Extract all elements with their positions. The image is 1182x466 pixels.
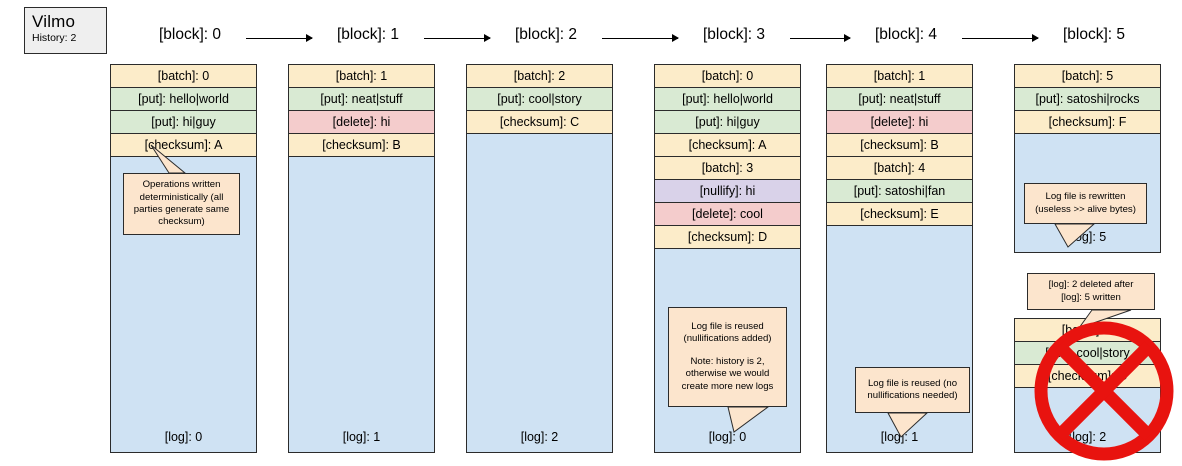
log-area: [log]: 2 (467, 134, 612, 452)
block-1-0: [batch]: 1[put]: neat|stuff[delete]: hi[… (288, 64, 435, 453)
row-checksum: [checksum]: C (467, 111, 612, 134)
callout-line: nullifications needed) (867, 390, 958, 401)
callout-line: Operations written (142, 179, 221, 191)
row-put: [put]: hello|world (111, 88, 256, 111)
callout-line: Log file is rewritten (1045, 191, 1126, 203)
callout-line: create more new logs (681, 380, 774, 392)
row-put: [put]: satoshi|fan (827, 180, 972, 203)
row-batch: [batch]: 5 (1015, 65, 1160, 88)
callout-line: [log]: 2 deleted after (1048, 279, 1134, 291)
row-checksum: [checksum]: A (655, 134, 800, 157)
callout-tail-3-0 (727, 406, 770, 433)
callout-line: checksum) (158, 216, 205, 228)
arrow-connector-0 (246, 34, 313, 43)
log-label: [log]: 2 (520, 430, 559, 444)
row-checksum: [checksum]: A (111, 134, 256, 157)
callout-tail-5-0 (1054, 223, 1096, 248)
callout-line: otherwise we would (685, 368, 770, 380)
row-put: [put]: hello|world (655, 88, 800, 111)
row-checksum: [checksum]: E (827, 203, 972, 226)
log-label: [log]: 2 (1068, 430, 1107, 444)
row-checksum: [checksum]: B (289, 134, 434, 157)
block-header-4: [block]: 4 (874, 26, 938, 43)
row-checksum: [checksum]: B (827, 134, 972, 157)
row-batch: [batch]: 1 (827, 65, 972, 88)
block-0-0: [batch]: 0[put]: hello|world[put]: hi|gu… (110, 64, 257, 453)
log-label: [log]: 0 (708, 430, 747, 444)
row-batch: [batch]: 2 (467, 65, 612, 88)
callout-line: (nullifications added) (683, 333, 772, 345)
block-5-1: [batch]: 2[put]: cool|story[checksum]: C… (1014, 318, 1161, 453)
block-header-3: [block]: 3 (702, 26, 766, 43)
callout-note-5-1: [log]: 2 deleted after[log]: 5 written (1027, 273, 1155, 310)
callout-line: [log]: 5 written (1061, 291, 1121, 303)
log-label: [log]: 1 (342, 430, 381, 444)
callout-tail-0-0 (150, 144, 187, 174)
arrow-connector-3 (790, 34, 851, 43)
block-2-0: [batch]: 2[put]: cool|story[checksum]: C… (466, 64, 613, 453)
row-batch: [batch]: 0 (655, 65, 800, 88)
row-checksum: [checksum]: C (1015, 365, 1160, 388)
callout-line: deterministically (all (139, 191, 224, 203)
row-delete: [delete]: hi (827, 111, 972, 134)
row-put: [put]: neat|stuff (289, 88, 434, 111)
arrow-connector-2 (602, 34, 679, 43)
block-header-2: [block]: 2 (514, 26, 578, 43)
row-batch: [batch]: 4 (827, 157, 972, 180)
log-area: [log]: 1 (289, 157, 434, 452)
row-batch: [batch]: 3 (655, 157, 800, 180)
callout-tail-4-0 (887, 412, 929, 438)
block-header-0: [block]: 0 (158, 26, 222, 43)
callout-line: parties generate same (133, 204, 230, 215)
callout-line: Log file is reused (no (867, 377, 958, 389)
arrow-connector-1 (424, 34, 491, 43)
block-header-1: [block]: 1 (336, 26, 400, 43)
row-checksum: [checksum]: D (655, 226, 800, 249)
callout-tail-5-1 (1077, 309, 1132, 329)
row-put: [put]: hi|guy (111, 111, 256, 134)
callout-note-3-0: Log file is reused(nullifications added)… (668, 307, 787, 407)
row-delete: [delete]: cool (655, 203, 800, 226)
row-batch: [batch]: 1 (289, 65, 434, 88)
callout-line: Log file is reused (691, 320, 764, 332)
log-area: [log]: 2 (1015, 388, 1160, 452)
legend-title: Vilmo (32, 12, 76, 31)
log-label: [log]: 0 (164, 430, 203, 444)
row-put: [put]: hi|guy (655, 111, 800, 134)
row-put: [put]: cool|story (1015, 342, 1160, 365)
row-put: [put]: cool|story (467, 88, 612, 111)
legend-subtitle: History: 2 (32, 32, 77, 44)
arrow-connector-4 (962, 34, 1039, 43)
callout-note-5-0: Log file is rewritten(useless >> alive b… (1024, 183, 1147, 224)
row-checksum: [checksum]: F (1015, 111, 1160, 134)
block-header-5: [block]: 5 (1062, 26, 1126, 43)
callout-line: (useless >> alive bytes) (1035, 203, 1136, 215)
callout-line: Note: history is 2, (690, 355, 765, 367)
legend-box: Vilmo History: 2 (24, 7, 107, 54)
row-put: [put]: neat|stuff (827, 88, 972, 111)
row-put: [put]: satoshi|rocks (1015, 88, 1160, 111)
row-delete: [delete]: hi (289, 111, 434, 134)
row-nullify: [nullify]: hi (655, 180, 800, 203)
log-label: [log]: 1 (880, 430, 919, 444)
row-batch: [batch]: 0 (111, 65, 256, 88)
